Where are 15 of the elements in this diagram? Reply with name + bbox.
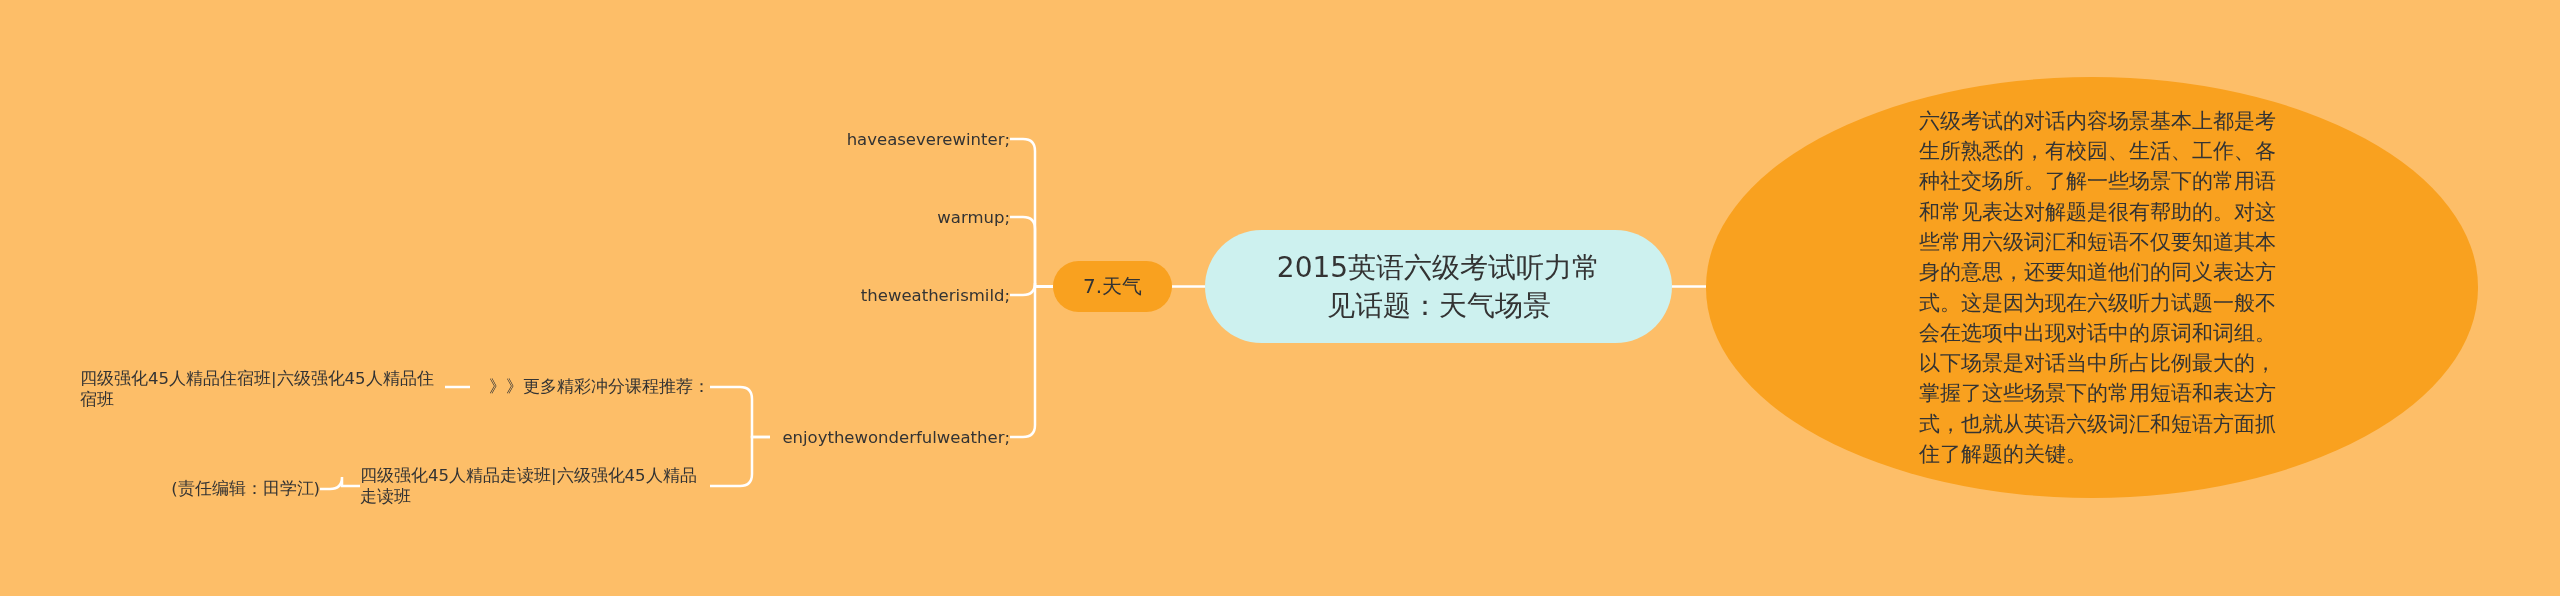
topic-pill: 7.天气	[1053, 261, 1172, 312]
topic-text: enjoythewonderfulweather;	[770, 424, 1010, 450]
topic-text: (责任编辑：田学江)	[150, 476, 320, 502]
connector-line	[320, 475, 360, 491]
connector-line	[1672, 285, 1706, 288]
topic-pill: 2015英语六级考试听力常见话题：天气场景	[1205, 230, 1672, 343]
topic-text: 》》更多精彩冲分课程推荐：	[470, 374, 710, 400]
topic-text: warmup;	[710, 204, 1010, 230]
topic-text: 四级强化45人精品住宿班|六级强化45人精品住宿班	[80, 364, 445, 414]
topic-text: haveaseverewinter;	[710, 126, 1010, 152]
connector-line	[445, 385, 470, 389]
connector-line	[710, 435, 770, 488]
topic-text: theweatherismild;	[710, 282, 1010, 308]
topic-text: 四级强化45人精品走读班|六级强化45人精品走读班	[360, 461, 710, 511]
connector-line	[1172, 285, 1205, 288]
